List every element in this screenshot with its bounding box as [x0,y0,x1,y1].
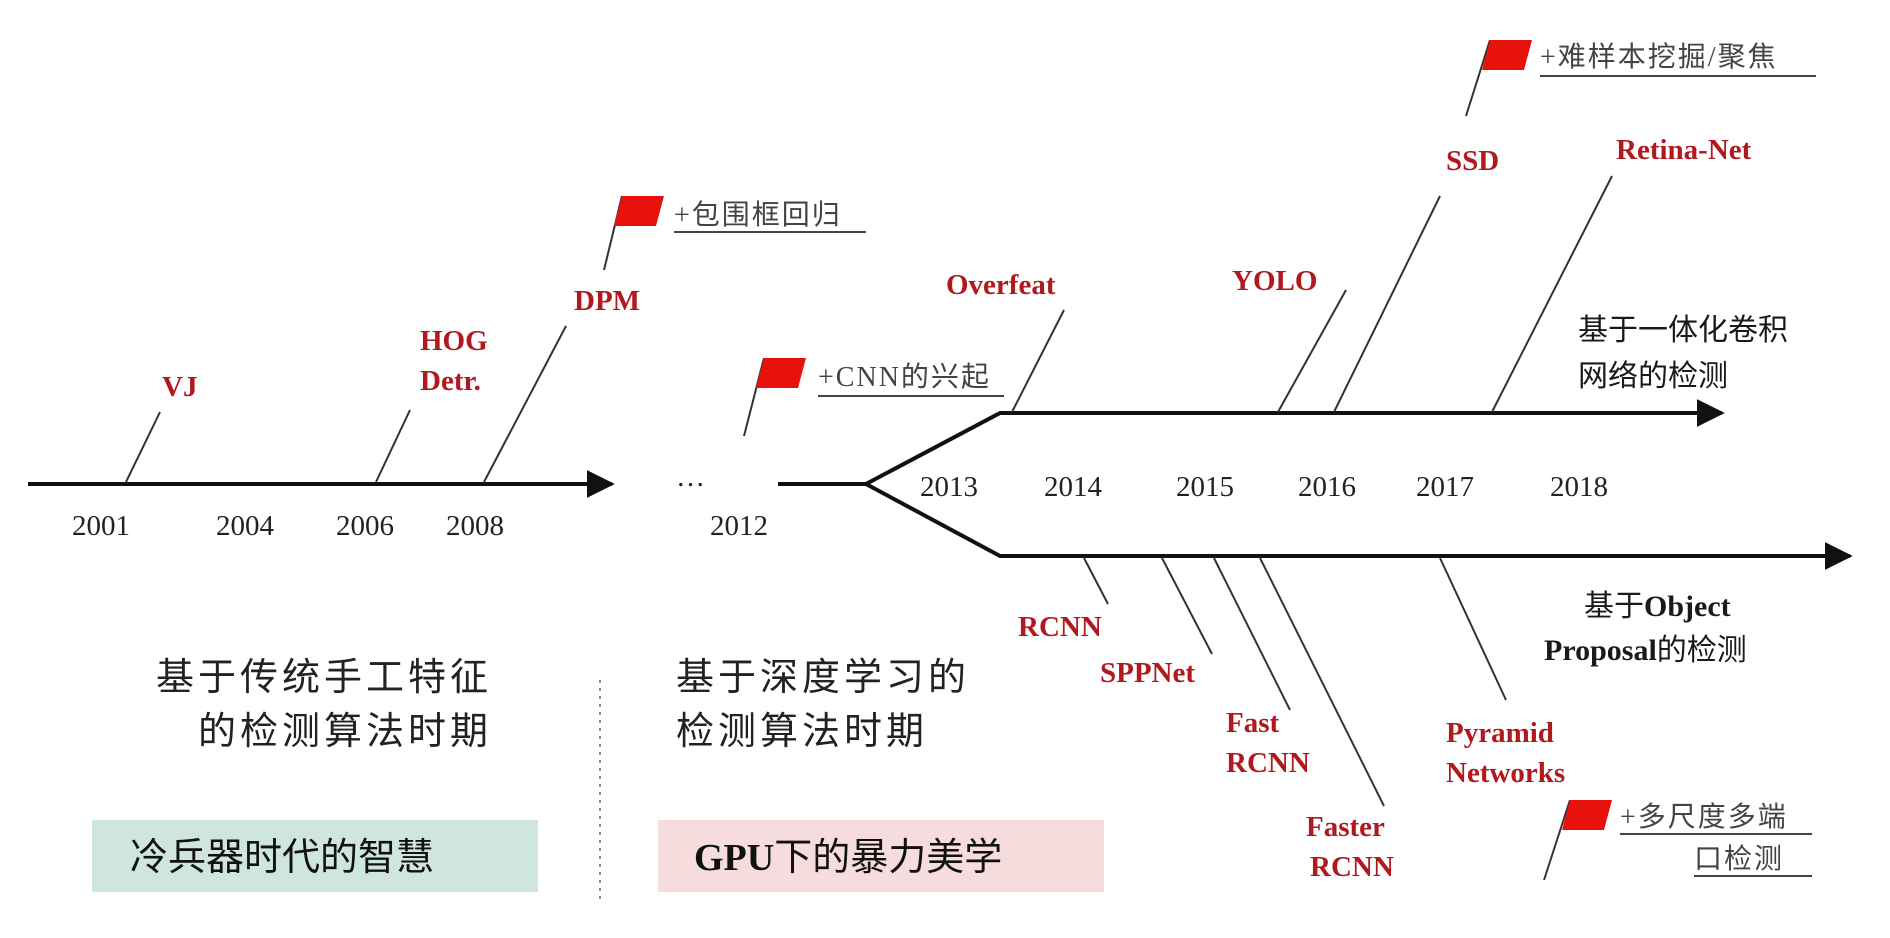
branch-label-proposal: 基于Object [1584,590,1731,623]
leader-line-rcnn [1083,557,1109,605]
milestone-flag-multiscale: +多尺度多端 口检测 [1543,799,1812,881]
year-label: 2014 [1044,471,1103,503]
leader-line-dpm [483,325,567,483]
year-label: 2018 [1550,471,1608,503]
branch-label-proposal: Proposal的检测 [1544,634,1747,667]
algorithm-label-dpm: DPM [574,285,640,317]
year-label: 2017 [1416,471,1474,503]
milestone-text-cnn: +CNN的兴起 [818,361,991,393]
milestone-text-hard-mining: +难样本挖掘/聚焦 [1540,41,1778,73]
algorithm-label-faster-rcnn: Faster [1306,811,1385,843]
leader-line-fast-rcnn [1213,557,1291,711]
banner-text-traditional: 冷兵器时代的智慧 [130,837,434,879]
algorithm-label-pyramid: Pyramid [1446,717,1554,749]
leader-line-overfeat [1011,309,1065,413]
branch-label-one-stage: 基于一体化卷积 [1578,314,1788,347]
milestone-text-multiscale: 口检测 [1694,843,1784,875]
algorithm-label-hog: HOG [420,325,488,357]
leader-line-yolo [1277,289,1347,413]
milestone-text-multiscale: +多尺度多端 [1620,801,1788,833]
year-label: 2012 [710,510,768,542]
year-label: 2016 [1298,471,1356,503]
year-label: 2001 [72,510,130,542]
flag-icon [1562,800,1612,830]
branch-one-stage-axis [865,399,1725,486]
algorithm-label-hog: Detr. [420,365,481,397]
leader-line-vj [125,411,161,483]
timeline-ellipsis: … [676,461,705,493]
algorithm-label-vj: VJ [162,371,197,403]
algorithm-label-retina: Retina-Net [1616,134,1752,166]
era-title-traditional: 的检测算法时期 [198,711,492,753]
leader-line-faster-rcnn [1259,557,1385,807]
leader-line-sppnet [1161,557,1213,655]
year-label: 2015 [1176,471,1234,503]
algorithm-label-yolo: YOLO [1232,265,1317,297]
leader-line-hog [375,409,411,483]
era-title-deep: 检测算法时期 [676,711,928,753]
algorithm-label-fast-rcnn: Fast [1226,707,1280,739]
year-label: 2004 [216,510,275,542]
algorithm-label-sppnet: SPPNet [1100,657,1195,689]
banner-deep: GPU下的暴力美学 [658,820,1104,892]
algorithm-label-overfeat: Overfeat [946,269,1056,301]
flag-icon [756,358,806,388]
algorithm-label-fast-rcnn: RCNN [1226,747,1310,779]
milestone-flag-cnn: +CNN的兴起 [743,357,1004,437]
milestone-text-bbox: +包围框回归 [674,199,842,231]
algorithm-label-ssd: SSD [1446,145,1499,177]
era-title-deep: 基于深度学习的 [676,657,970,699]
milestone-flag-hard-mining: +难样本挖掘/聚焦 [1465,39,1816,117]
leader-line-retina [1491,175,1613,413]
leader-line-pyramid [1439,557,1507,701]
milestone-flag-bbox: +包围框回归 [603,195,866,271]
algorithm-label-pyramid: Networks [1446,757,1565,789]
branch-label-one-stage: 网络的检测 [1578,360,1728,393]
algorithm-label-rcnn: RCNN [1018,611,1102,643]
flag-icon [614,196,664,226]
banner-text-deep: GPU下的暴力美学 [694,837,1002,879]
year-label: 2013 [920,471,978,503]
year-label: 2008 [446,510,504,542]
algorithm-label-faster-rcnn: RCNN [1310,851,1394,883]
era-title-traditional: 基于传统手工特征 [156,657,492,699]
flag-icon [1482,40,1532,70]
branch-proposal-axis [865,482,1853,570]
leader-line-ssd [1333,195,1441,413]
year-label: 2006 [336,510,394,542]
banner-traditional: 冷兵器时代的智慧 [92,820,538,892]
